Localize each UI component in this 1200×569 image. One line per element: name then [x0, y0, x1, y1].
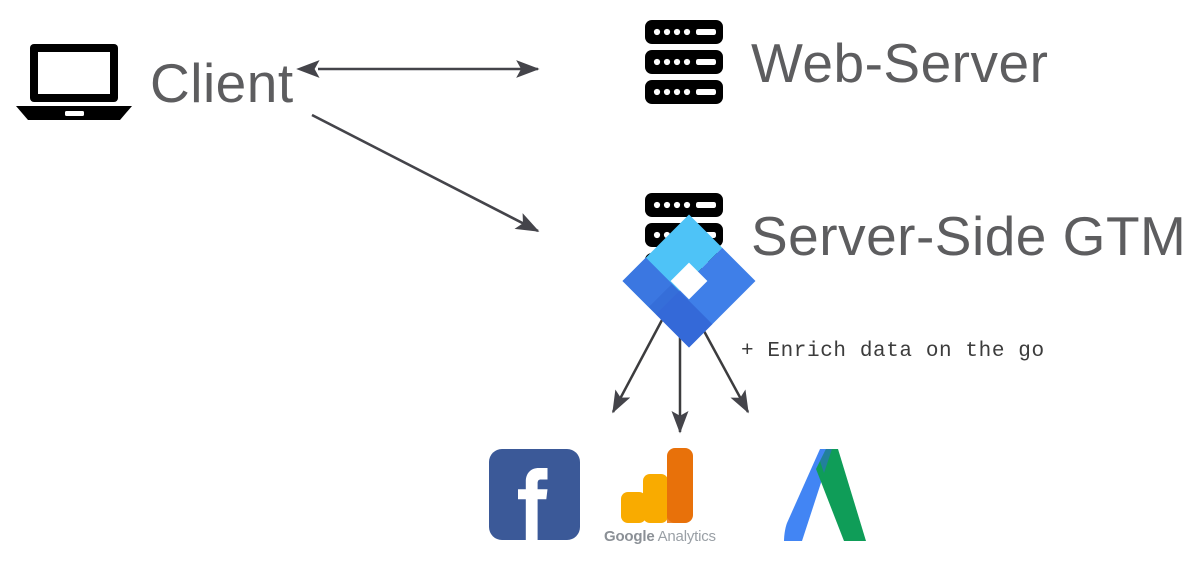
node-server-side-gtm[interactable]: Server-Side GTM — [645, 193, 1186, 278]
arrow-ssgtm-to-facebook — [611, 319, 664, 414]
google-analytics-wordmark: Google Analytics — [604, 528, 716, 545]
facebook-icon — [489, 449, 580, 540]
node-client[interactable]: Client — [14, 42, 294, 122]
server-rack-icon — [645, 193, 723, 278]
destination-google-analytics[interactable]: Google Analytics — [604, 448, 716, 545]
node-web-server[interactable]: Web-Server — [645, 20, 1048, 105]
server-side-gtm-label: Server-Side GTM — [751, 205, 1187, 267]
google-analytics-icon — [619, 448, 701, 523]
client-label: Client — [150, 51, 294, 114]
ga-wordmark-analytics: Analytics — [654, 528, 716, 545]
google-ads-icon — [782, 447, 868, 543]
server-rack-icon — [645, 20, 723, 105]
destination-google-ads[interactable] — [782, 447, 868, 543]
enrich-data-annotation: + Enrich data on the go — [741, 340, 1045, 363]
destination-facebook[interactable] — [489, 449, 580, 540]
arrow-client-to-ssgtm — [311, 113, 540, 233]
arrow-ssgtm-to-google-ads — [696, 319, 750, 414]
web-server-label: Web-Server — [751, 32, 1049, 94]
laptop-icon — [14, 42, 134, 122]
ga-wordmark-google: Google — [604, 528, 655, 545]
